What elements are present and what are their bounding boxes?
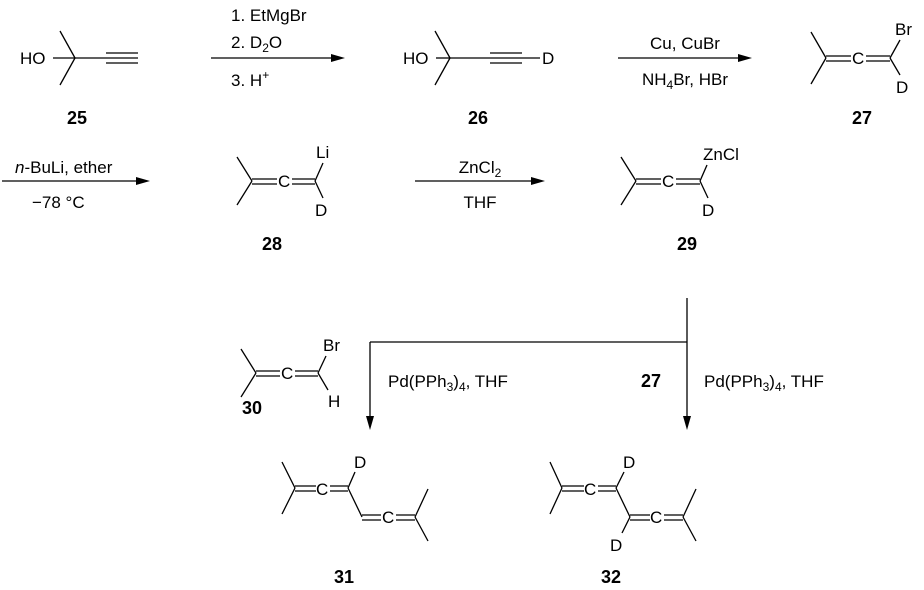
- compound-label: 25: [67, 108, 87, 128]
- hydroxyl-label: HO: [403, 49, 429, 68]
- compound-25: HO 25: [20, 30, 138, 128]
- compound-label: 28: [262, 234, 282, 254]
- compound-31: C D C 31: [281, 453, 429, 587]
- deuterium-label: D: [610, 536, 622, 555]
- carbon-label: C: [650, 508, 662, 527]
- carbon-label: C: [278, 172, 290, 191]
- compound-label: 26: [468, 108, 488, 128]
- bromine-label: Br: [323, 336, 340, 355]
- lithium-label: Li: [316, 143, 329, 162]
- branch-arrows: Pd(PPh3)4, THF 27 Pd(PPh3)4, THF: [366, 298, 824, 430]
- carbon-label: C: [852, 49, 864, 68]
- reaction-arrow-2: Cu, CuBr NH4Br, HBr: [618, 34, 752, 92]
- reagent-above: n-BuLi, ether: [15, 158, 113, 177]
- compound-label: 29: [677, 234, 697, 254]
- reaction-arrow-1: 1. EtMgBr 2. D2O 3. H+: [211, 6, 345, 90]
- conditions-right: Pd(PPh3)4, THF: [704, 372, 824, 394]
- deuterium-label: D: [542, 49, 554, 68]
- reaction-arrow-3: n-BuLi, ether −78 °C: [2, 158, 150, 212]
- hydroxyl-label: HO: [20, 49, 46, 68]
- compound-label: 31: [334, 567, 354, 587]
- carbon-label: C: [382, 508, 394, 527]
- reaction-arrow-4: ZnCl2 THF: [415, 158, 545, 212]
- reagent-below: −78 °C: [32, 193, 85, 212]
- deuterium-label: D: [315, 201, 327, 220]
- compound-26: HO D 26: [403, 30, 554, 128]
- reagent-above: Cu, CuBr: [650, 34, 720, 53]
- reagent-step-1: 1. EtMgBr: [231, 6, 307, 25]
- reagent-below: THF: [463, 193, 496, 212]
- compound-label: 27: [852, 108, 872, 128]
- reagent-step-2: 2. D2O: [231, 33, 282, 55]
- reagent-27: 27: [641, 371, 661, 391]
- reagent-below: NH4Br, HBr: [642, 70, 728, 92]
- compound-label: 32: [601, 567, 621, 587]
- compound-label: 30: [242, 398, 262, 418]
- conditions-left: Pd(PPh3)4, THF: [388, 372, 508, 394]
- reagent-above: ZnCl2: [459, 158, 502, 180]
- deuterium-label: D: [702, 201, 714, 220]
- carbon-label: C: [316, 480, 328, 499]
- compound-30: C Br H 30: [240, 336, 340, 418]
- hydrogen-label: H: [328, 392, 340, 411]
- carbon-label: C: [662, 172, 674, 191]
- bromine-label: Br: [895, 20, 912, 39]
- compound-28: C Li D 28: [236, 143, 329, 254]
- deuterium-label: D: [896, 78, 908, 97]
- deuterium-label: D: [623, 453, 635, 472]
- zinc-chloride-label: ZnCl: [703, 145, 739, 164]
- carbon-label: C: [281, 364, 293, 383]
- compound-32: C D D C 32: [549, 453, 697, 587]
- carbon-label: C: [584, 480, 596, 499]
- reagent-step-3: 3. H+: [231, 68, 269, 90]
- deuterium-label: D: [354, 453, 366, 472]
- compound-29: C ZnCl D 29: [620, 145, 739, 254]
- compound-27: C Br D 27: [810, 20, 912, 128]
